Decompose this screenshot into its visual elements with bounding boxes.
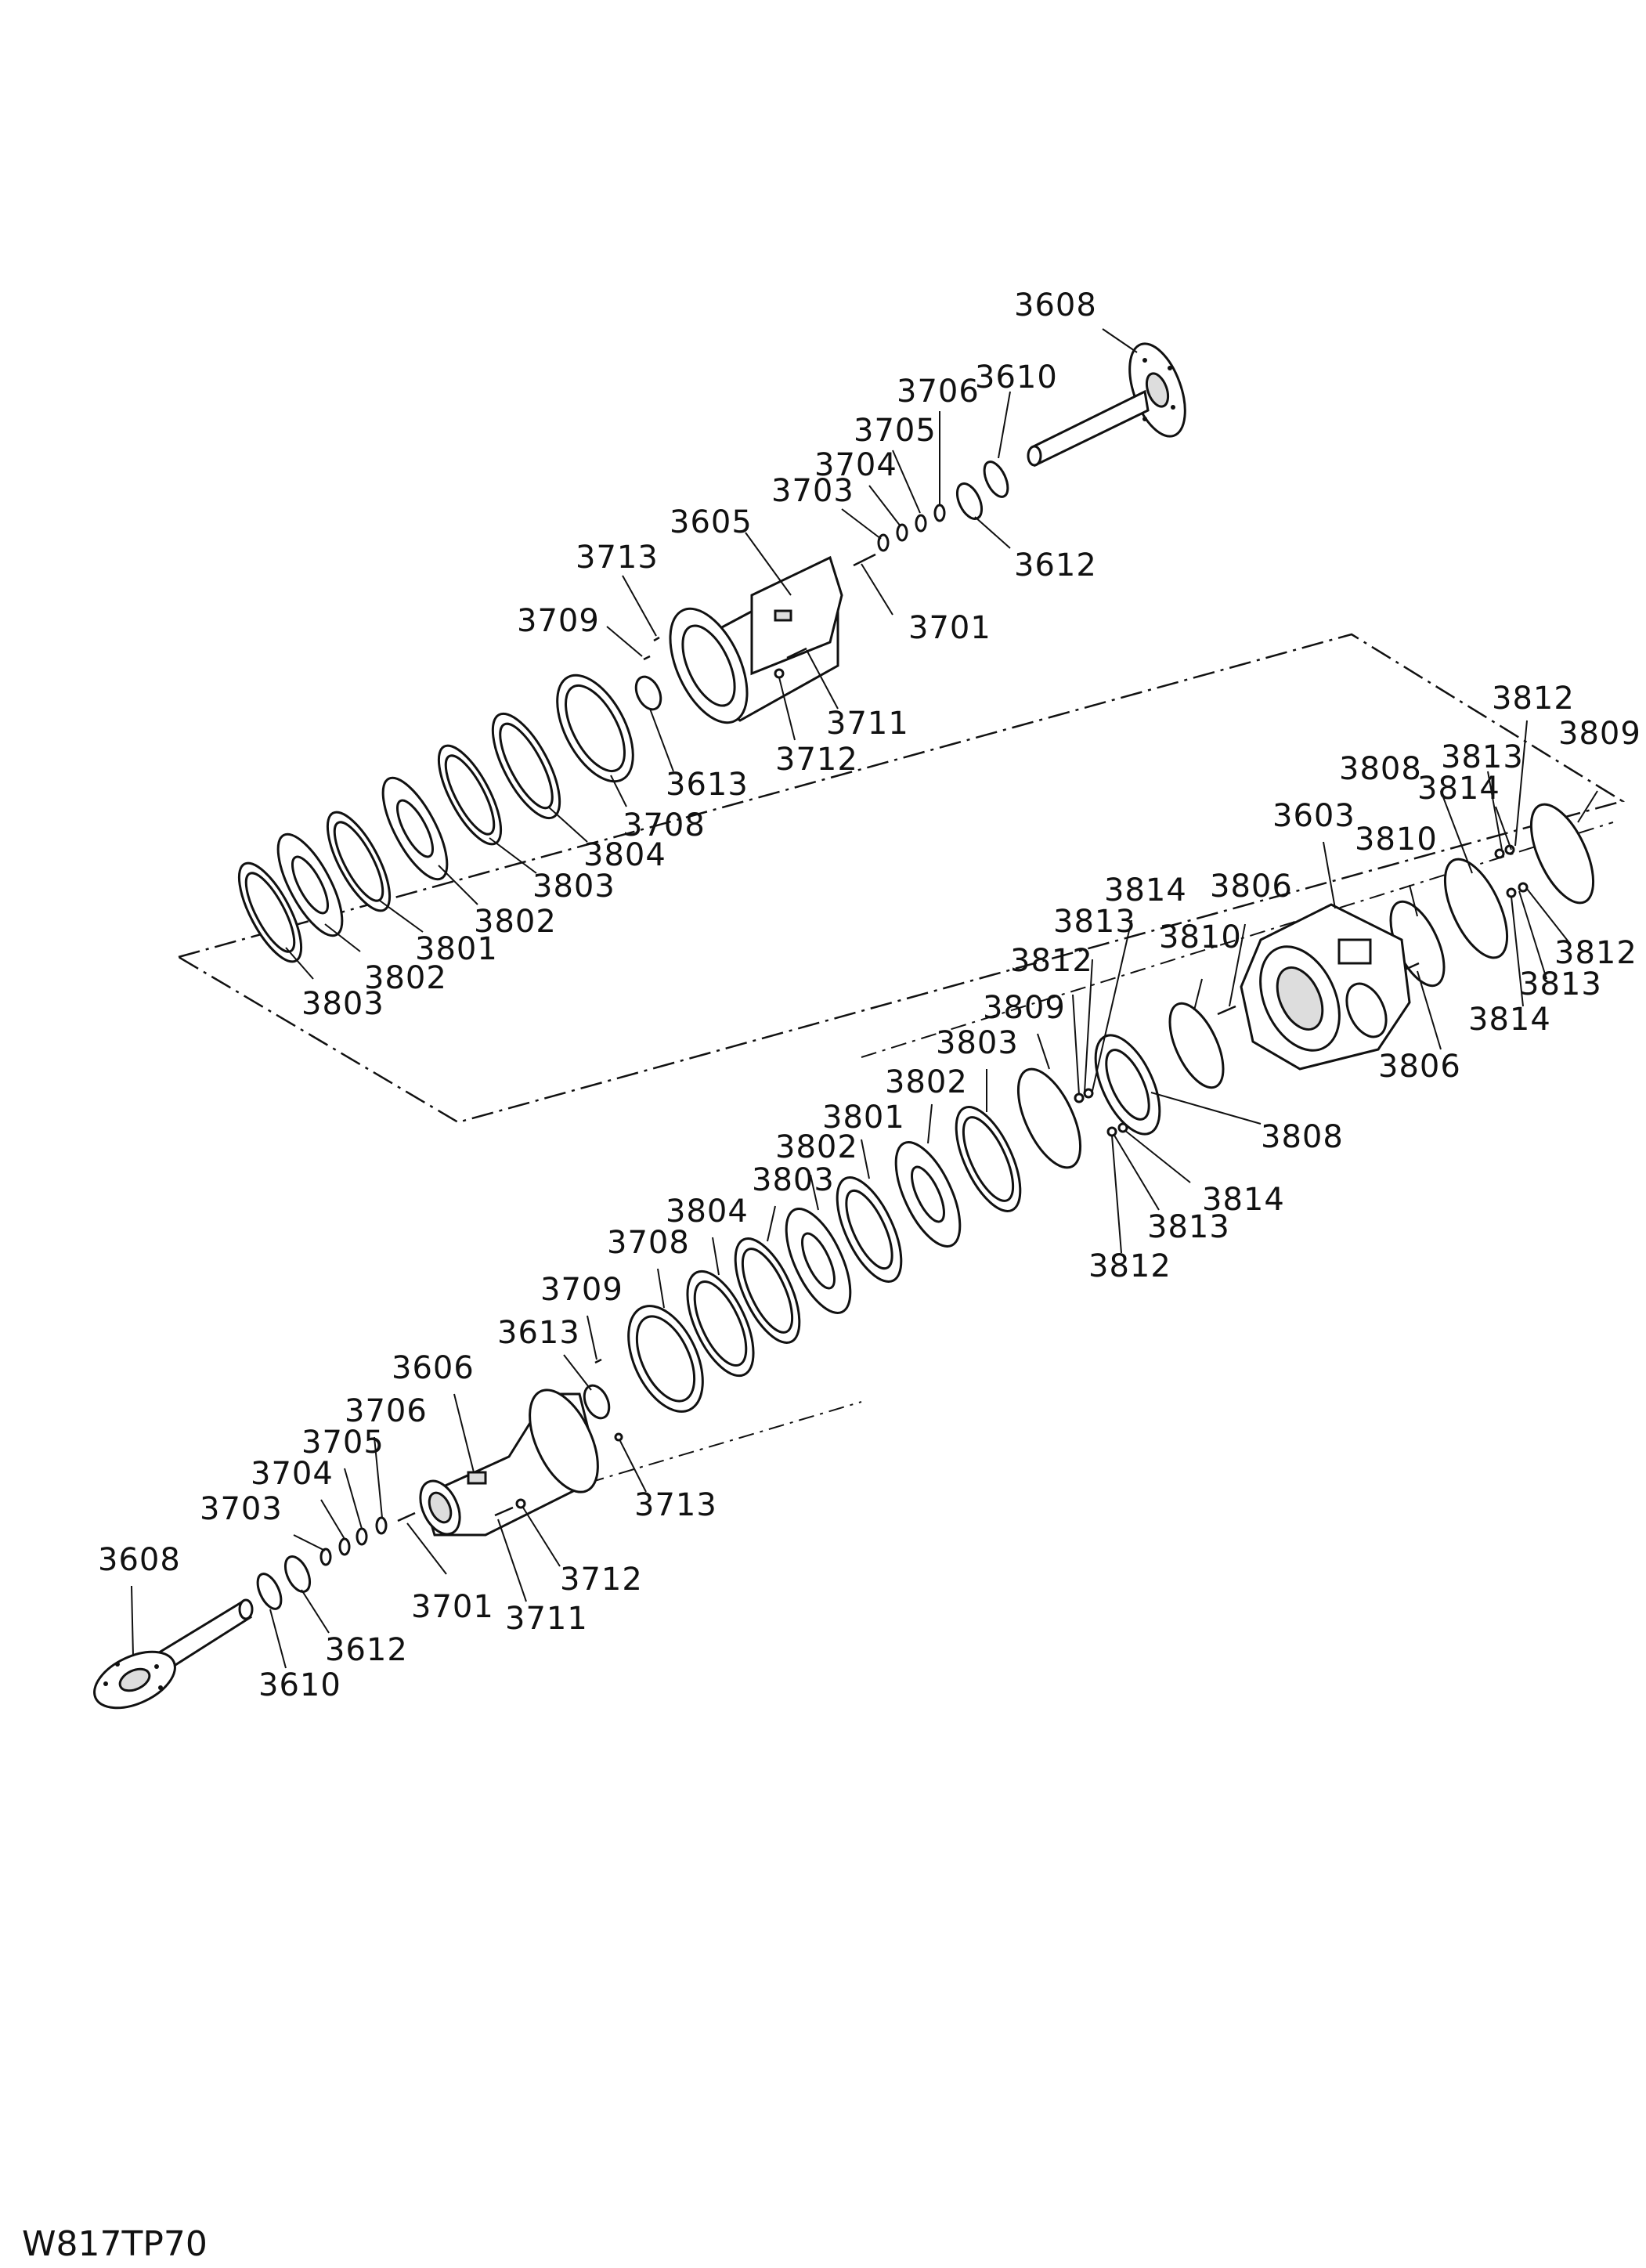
callout: 3704 [251,1456,334,1492]
callout: 3711 [505,1601,588,1637]
callout: 3812 [1554,935,1637,971]
callout: 3806 [1210,869,1293,905]
drawing-code: W817TP70 [22,2224,208,2264]
callout: 3703 [200,1491,283,1527]
callout: 3703 [771,473,854,509]
axle-shaft-3608-left [93,1598,254,1710]
callout: 3813 [1441,739,1524,775]
callout: 3706 [897,374,980,410]
callout-labels: 3608 3610 3706 3705 3704 3703 3612 3605 … [98,287,1641,1703]
callout: 3810 [1159,919,1242,955]
callout: 3612 [325,1632,408,1668]
callout: 3706 [345,1393,428,1429]
callout: 3813 [1053,904,1136,940]
bearing-3612-top [955,482,984,520]
callout: 3809 [1558,716,1641,752]
callout: 3808 [1261,1119,1344,1155]
callout: 3701 [908,610,991,646]
callout: 3814 [1202,1182,1285,1218]
callout: 3709 [540,1272,623,1308]
callout: 3608 [1014,287,1097,323]
seal-3610-left [256,1573,283,1610]
callout: 3705 [854,413,937,449]
callout: 3603 [1272,798,1355,834]
snap-ring-3809-right [1529,803,1595,905]
callout: 3711 [826,706,909,742]
callout: 3802 [885,1064,968,1100]
callout: 3705 [301,1425,384,1461]
callout: 3605 [670,504,753,540]
callout: 3802 [775,1129,858,1165]
callout: 3804 [583,837,666,873]
callout: 3613 [666,767,749,803]
callout: 3610 [258,1667,341,1703]
callout: 3803 [301,986,384,1022]
callout: 3610 [975,359,1058,395]
bearing-3612-left [283,1555,312,1593]
callout: 3801 [415,931,498,967]
carrier-housing-3606 [419,1389,599,1537]
callout: 3803 [752,1162,835,1198]
callout: 3708 [623,807,706,843]
callout: 3801 [822,1100,905,1136]
callout: 3802 [364,960,447,996]
callout: 3712 [775,742,858,778]
callout: 3613 [497,1315,580,1351]
callout: 3712 [560,1562,643,1598]
leader-lines [131,328,1598,1669]
callout: 3812 [1492,681,1575,717]
callout: 3803 [936,1025,1019,1061]
snap-ring-3809-middle [1016,1067,1082,1169]
callout: 3704 [814,447,897,483]
callout: 3813 [1519,966,1602,1002]
assembly-boundary [178,633,1626,1124]
callout: 3814 [1468,1002,1551,1038]
callout: 3812 [1010,943,1093,979]
callout: 3709 [517,603,600,639]
differential-housing-3603 [1240,903,1411,1071]
callout: 3713 [576,540,659,576]
callout: 3812 [1088,1248,1171,1284]
callout: 3813 [1147,1209,1230,1245]
callout: 3612 [1014,547,1097,583]
callout: 3810 [1355,822,1438,858]
callout: 3809 [983,990,1066,1026]
callout: 3803 [532,869,615,905]
bearing-3613-left [583,1384,611,1420]
callout: 3608 [98,1542,181,1578]
axle-shaft-3608-top [1027,342,1186,468]
plate-3808-right [1443,858,1509,959]
callout: 3708 [607,1225,690,1261]
callout: 3804 [666,1194,749,1230]
callout: 3606 [392,1350,475,1386]
carrier-housing-3605 [669,555,843,724]
seal-3610-top [983,460,1009,498]
callout: 3808 [1339,751,1422,787]
oring-3810-middle [1168,1002,1225,1089]
callout: 3814 [1417,771,1500,807]
callout: 3701 [411,1589,494,1625]
callout: 3806 [1378,1049,1461,1085]
bearing-3613-top [634,675,662,711]
callout: 3802 [474,904,557,940]
callout: 3713 [634,1487,717,1523]
callout: 3814 [1104,872,1187,908]
